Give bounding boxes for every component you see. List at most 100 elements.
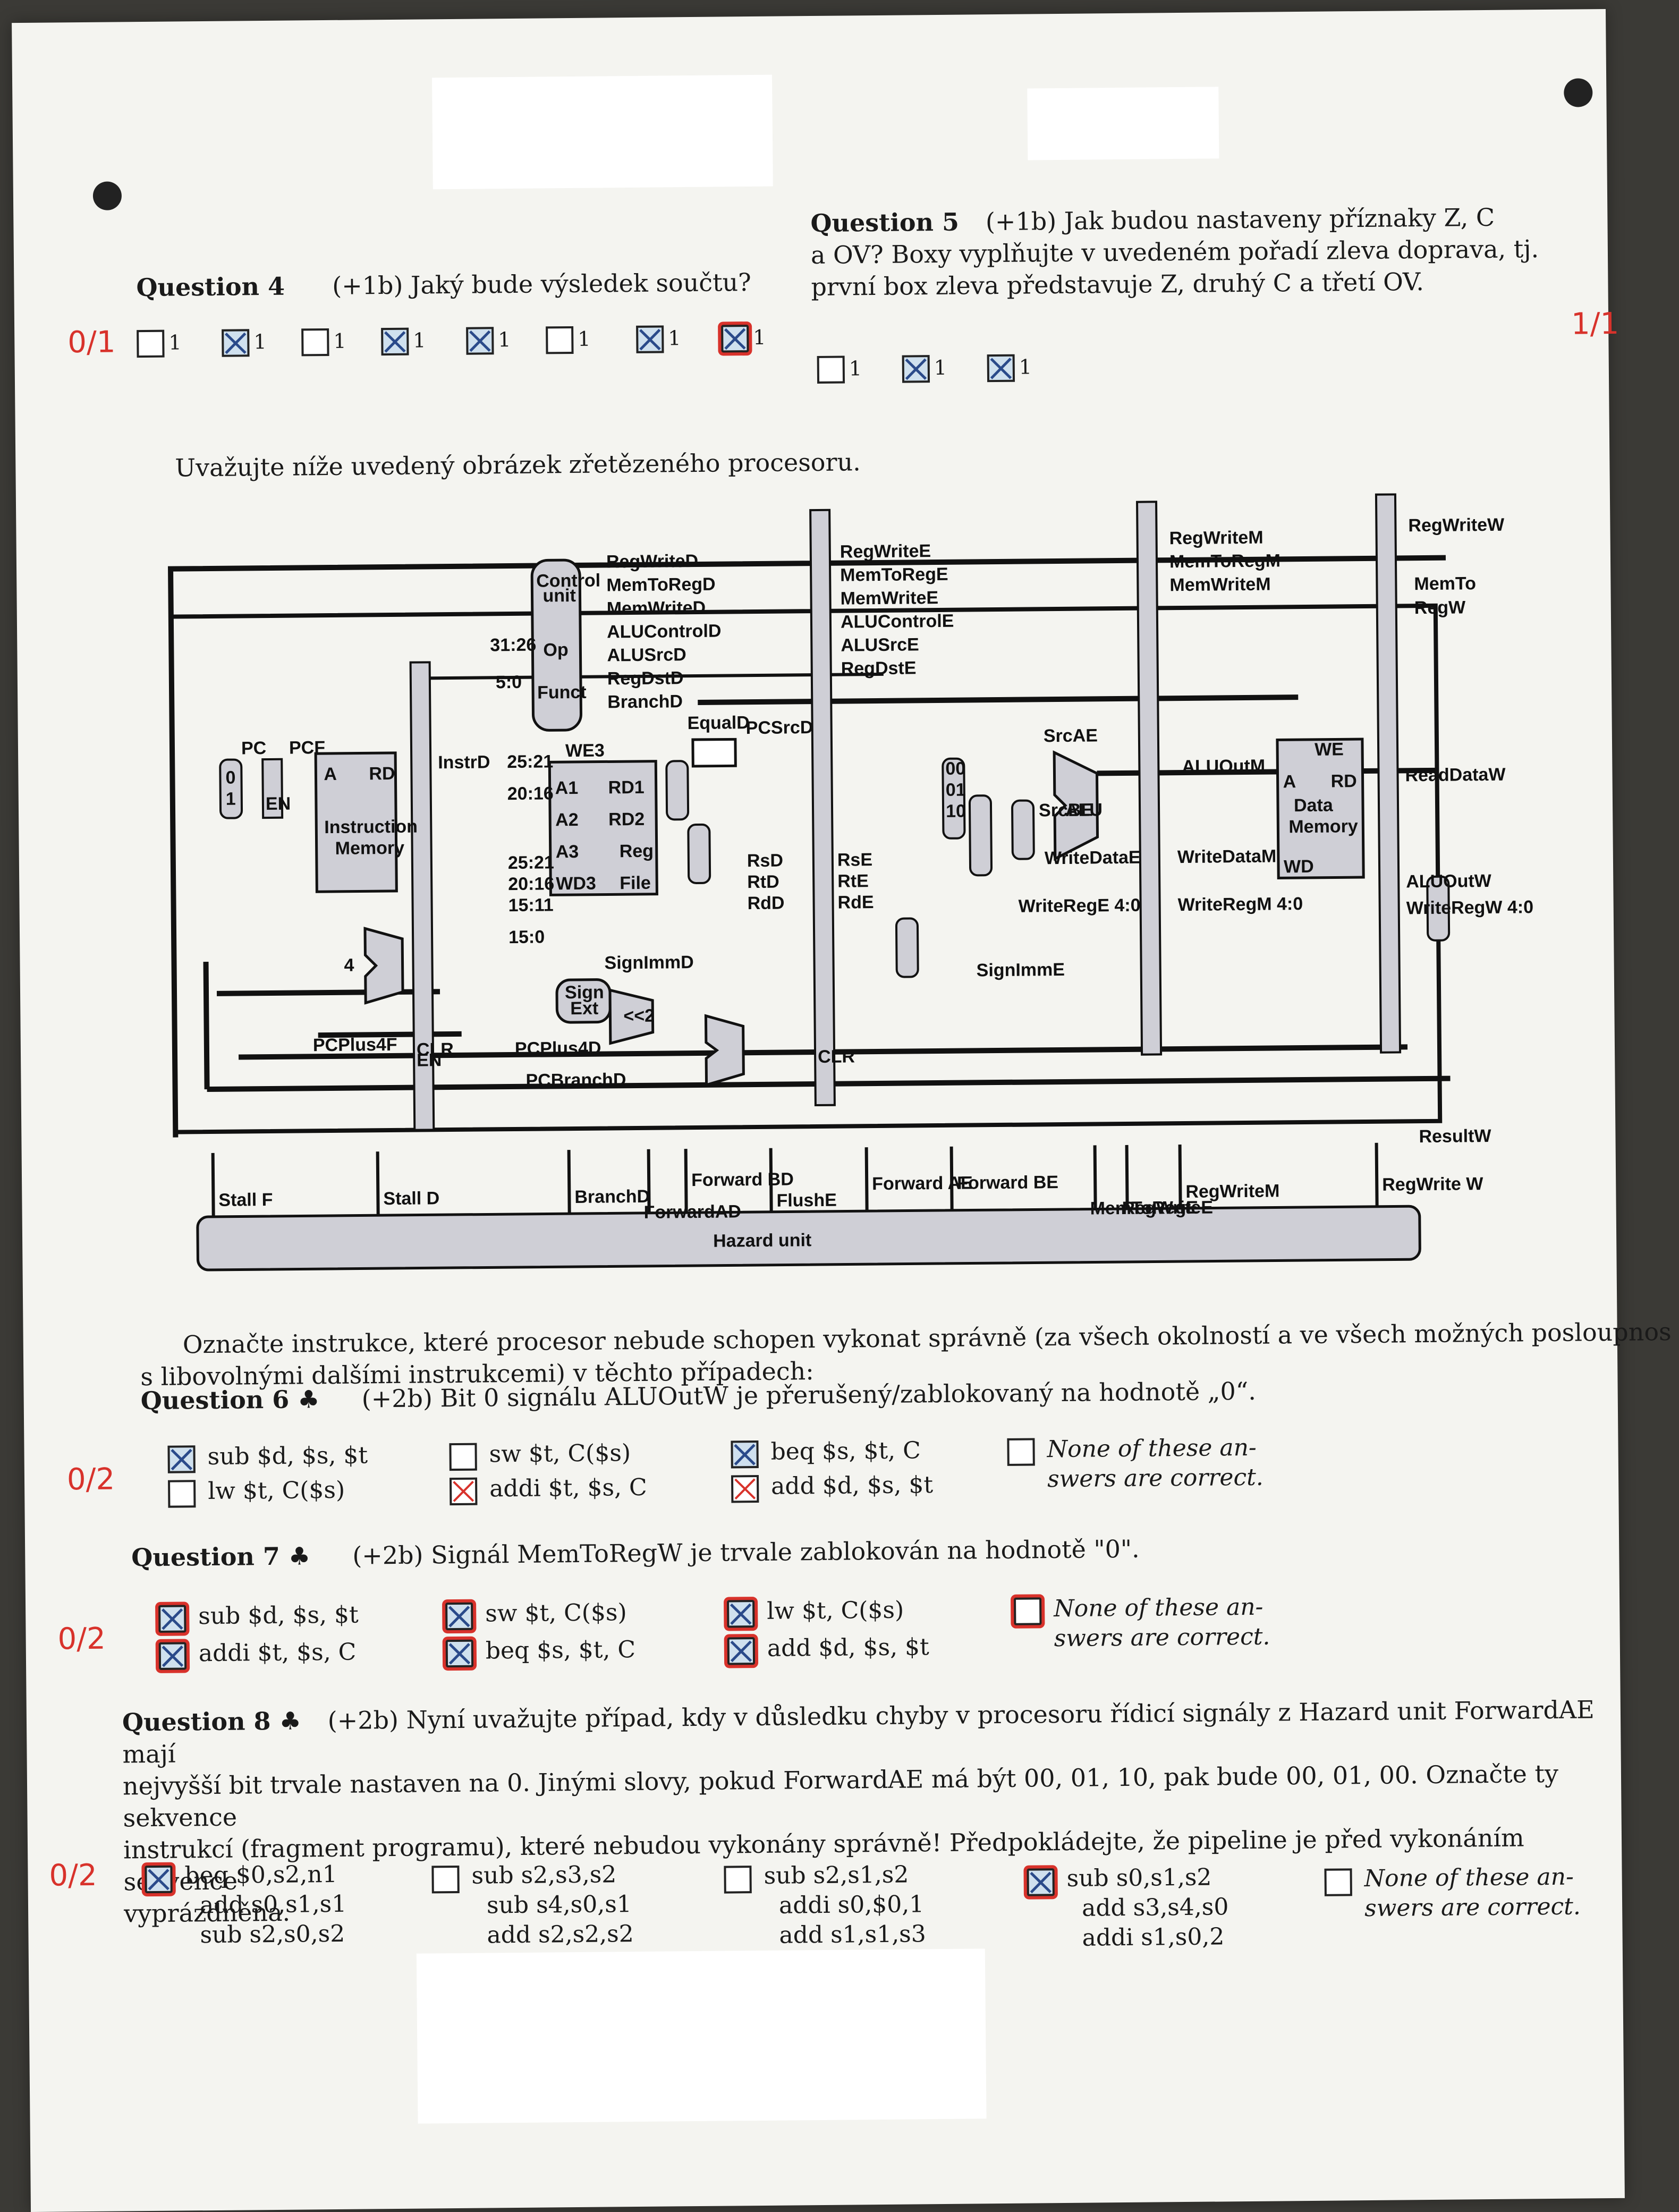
- diagram-label: SrcAE: [1044, 725, 1098, 746]
- q4-box-label: 1: [413, 328, 426, 352]
- diagram-label: MemWriteE: [840, 588, 938, 609]
- diagram-label: ALUOutM: [1182, 756, 1265, 777]
- q5-box-label: 1: [849, 357, 862, 380]
- q5-checkbox[interactable]: [902, 355, 930, 383]
- q4-box-label: 1: [668, 326, 681, 350]
- q4-checkbox[interactable]: [636, 325, 664, 353]
- q4-box-label: 1: [498, 327, 511, 352]
- diagram-label: ReadDataW: [1405, 765, 1506, 786]
- q8-option-label: sub s2,s3,s2 sub s4,s0,s1 add s2,s2,s2: [471, 1861, 634, 1949]
- diagram-label: ALUControlE: [841, 611, 954, 632]
- q4-checkbox[interactable]: [721, 325, 749, 353]
- diagram-label: RegDstE: [841, 658, 917, 679]
- diagram-label: SignImmE: [977, 960, 1065, 980]
- q7-option-label: add $d, $s, $t: [767, 1633, 929, 1662]
- q5-checkbox[interactable]: [817, 355, 845, 384]
- equality-comparator: [691, 738, 737, 768]
- diagram-label: PC: [241, 738, 267, 758]
- diagram-label: RegWriteD: [606, 551, 698, 572]
- redacted-area: [416, 1948, 987, 2124]
- diagram-label: 20:16: [508, 874, 554, 894]
- data-memory-block: [1276, 738, 1365, 879]
- q6-score: 0/2: [66, 1462, 115, 1497]
- q7-checkbox[interactable]: [727, 1600, 755, 1628]
- diagram-label: 20:16: [507, 783, 554, 804]
- q8-score: 0/2: [49, 1858, 97, 1893]
- q7-checkbox[interactable]: [445, 1639, 474, 1668]
- diagram-label: Reg: [620, 841, 654, 862]
- diagram-label: MemToRegD: [606, 574, 716, 596]
- q7-checkbox[interactable]: [445, 1602, 473, 1631]
- q4-header: Question 4 (+1b) Jaký bude výsledek souč…: [136, 266, 751, 303]
- q4-checkbox[interactable]: [301, 328, 329, 357]
- diagram-label: RsE: [837, 850, 872, 870]
- q5-text-line2: a OV? Boxy vyplňujte v uvedeném pořadí z…: [810, 234, 1539, 270]
- q6-checkbox[interactable]: [1007, 1438, 1035, 1466]
- q7-option-label: beq $s, $t, C: [485, 1636, 636, 1665]
- punch-hole: [1564, 78, 1593, 107]
- q6-checkbox[interactable]: [731, 1475, 759, 1503]
- diagram-label: A: [324, 764, 337, 784]
- q6-checkbox[interactable]: [168, 1480, 196, 1508]
- q8-checkbox[interactable]: [145, 1865, 173, 1894]
- q8-checkbox[interactable]: [1324, 1868, 1352, 1896]
- diagram-label: RtD: [747, 872, 779, 893]
- diagram-label: 5:0: [496, 672, 522, 692]
- q7-score: 0/2: [57, 1621, 106, 1657]
- control-unit-block: [530, 558, 582, 732]
- q8-checkbox[interactable]: [1027, 1868, 1055, 1896]
- q7-checkbox[interactable]: [1014, 1597, 1042, 1625]
- diagram-label: PCPlus4F: [313, 1035, 397, 1055]
- diagram-label: WriteRegM 4:0: [1177, 894, 1303, 915]
- q7-text: (+2b) Signál MemToRegW je trvale zabloko…: [352, 1534, 1140, 1570]
- diagram-label: ForwardAD: [643, 1201, 741, 1223]
- q8-option-label: sub s2,s1,s2 addi s0,$0,1 add s1,s1,s3: [764, 1861, 926, 1949]
- diagram-label: Forward BE: [957, 1172, 1058, 1193]
- q4-checkbox[interactable]: [222, 329, 250, 357]
- diagram-label: WriteRegE 4:0: [1018, 895, 1140, 917]
- q6-checkbox[interactable]: [731, 1440, 759, 1469]
- q6-option-label: sub $d, $s, $t: [207, 1442, 368, 1471]
- diagram-label: PCF: [289, 738, 325, 758]
- diagram-label: Memory: [335, 838, 404, 859]
- q6-option-label: addi $t, $s, C: [489, 1473, 647, 1503]
- q6-text: (+2b) Bit 0 signálu ALUOutW je přerušený…: [361, 1376, 1257, 1413]
- q6-checkbox[interactable]: [450, 1477, 478, 1506]
- q7-checkbox[interactable]: [158, 1605, 186, 1633]
- diagram-label: RD: [369, 764, 395, 784]
- diagram-label: FlushE: [776, 1190, 837, 1211]
- exam-sheet: Question 4 (+1b) Jaký bude výsledek souč…: [12, 9, 1672, 2212]
- q6-checkbox[interactable]: [449, 1443, 477, 1471]
- diagram-label: PCPlus4D: [515, 1038, 601, 1059]
- q6-options: [12, 9, 1606, 23]
- diagram-label: SrcBE: [1039, 800, 1093, 820]
- q8-checkbox[interactable]: [431, 1865, 460, 1894]
- q4-checkbox[interactable]: [381, 327, 409, 356]
- q6-checkbox[interactable]: [167, 1445, 196, 1473]
- q7-checkbox[interactable]: [158, 1642, 187, 1670]
- diagram-label: WD: [1284, 857, 1314, 877]
- diagram-label: RegDstD: [607, 668, 684, 689]
- q8-option-label: sub s0,s1,s2 add s3,s4,s0 addi s1,s0,2: [1066, 1863, 1229, 1952]
- q4-checkbox[interactable]: [546, 326, 574, 354]
- q7-option-label: addi $t, $s, C: [198, 1638, 357, 1667]
- q8-checkbox[interactable]: [724, 1866, 752, 1894]
- diagram-label: RD1: [608, 777, 645, 798]
- forward-ad-mux: [665, 760, 690, 821]
- diagram-label: Hazard unit: [713, 1230, 811, 1251]
- q6-option-label: sw $t, C($s): [489, 1439, 631, 1468]
- q5-checkbox[interactable]: [987, 354, 1015, 383]
- diagram-label: RdE: [837, 892, 874, 913]
- q7-checkbox[interactable]: [727, 1637, 756, 1665]
- q4-checkbox[interactable]: [137, 329, 165, 358]
- q4-box-label: 1: [578, 327, 591, 351]
- diagram-label: RegWriteE: [1122, 1198, 1213, 1218]
- q4-box-label: 1: [753, 325, 766, 350]
- diagram-label: PCSrcD: [746, 717, 813, 738]
- q4-text: (+1b) Jaký bude výsledek součtu?: [332, 268, 752, 300]
- q4-checkbox[interactable]: [466, 327, 494, 355]
- diagram-label: RsD: [747, 851, 783, 871]
- regdst-mux: [895, 917, 919, 978]
- q5-header: Question 5(+1b) Jak budou nastaveny příz…: [810, 201, 1545, 303]
- diagram-label: RegWrite W: [1382, 1174, 1483, 1195]
